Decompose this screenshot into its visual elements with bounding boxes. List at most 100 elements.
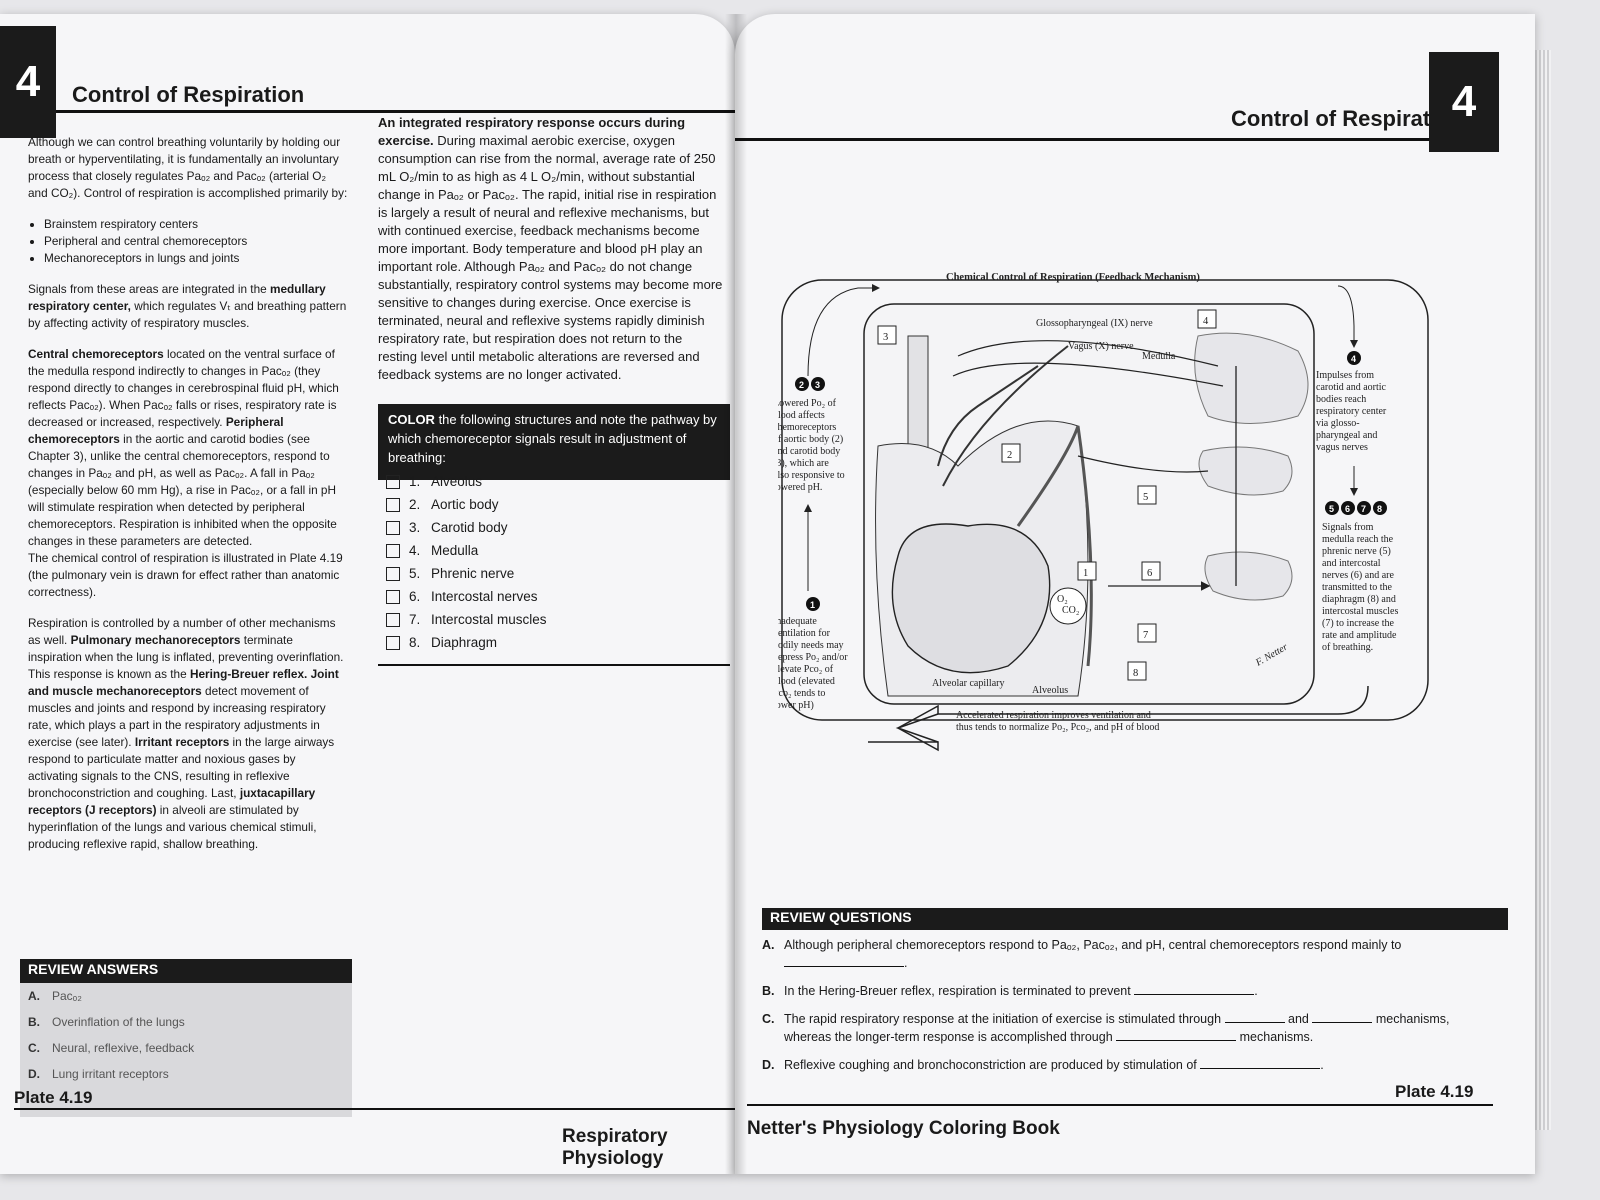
- exercise-paragraph: An integrated respiratory response occur…: [378, 115, 723, 382]
- pulmonary-vessel: [1016, 425, 1093, 667]
- loop-arrow-right: [1337, 285, 1358, 348]
- question-item: B.In the Hering-Breuer reflex, respirati…: [762, 982, 1258, 998]
- checkbox-icon[interactable]: [386, 589, 400, 604]
- answer-blank[interactable]: [1134, 982, 1255, 995]
- plate-number: Plate 4.19: [1395, 1082, 1474, 1101]
- footer-rule: [14, 1108, 735, 1110]
- answer-blank[interactable]: [1312, 1010, 1373, 1023]
- plate-number: Plate 4.19: [14, 1088, 93, 1107]
- left-page: 4 Control of Respiration Although we can…: [0, 14, 735, 1174]
- alveolus: [1049, 587, 1087, 625]
- answer-blank[interactable]: [1116, 1028, 1237, 1041]
- phrenic-nerve: [1077, 455, 1209, 473]
- spinal-cord-section-upper: [1198, 446, 1293, 496]
- checklist-item[interactable]: 7.Intercostal muscles: [386, 608, 716, 631]
- svg-text:4: 4: [1351, 354, 1356, 364]
- checklist-item[interactable]: 6.Intercostal nerves: [386, 585, 716, 608]
- checkbox-icon[interactable]: [386, 543, 400, 558]
- return-arrow: [868, 685, 1369, 752]
- list-item: Peripheral and central chemoreceptors: [44, 233, 348, 250]
- glossopharyngeal-nerve: [957, 340, 1219, 367]
- answer-item: A.Paᴄₒ₂: [28, 989, 82, 1003]
- control-list: Brainstem respiratory centers Peripheral…: [28, 216, 348, 267]
- svg-text:8: 8: [1133, 668, 1138, 679]
- medulla-section: [1194, 332, 1309, 424]
- o2-label: O₂: [1057, 594, 1068, 605]
- color-instructions: COLOR the following structures and note …: [378, 404, 730, 480]
- vagus-nerve: [952, 362, 1224, 387]
- question-item: C.The rapid respiratory response at the …: [762, 1010, 1450, 1044]
- checklist-item[interactable]: 8.Diaphragm: [386, 631, 716, 654]
- review-answers-title: REVIEW ANSWERS: [20, 959, 352, 983]
- checklist-item[interactable]: 1.Alveolus: [386, 470, 716, 493]
- answer-item: C.Neural, reflexive, feedback: [28, 1041, 195, 1055]
- answer-blank[interactable]: [784, 954, 904, 967]
- alveolar-capillary-label: Alveolar capillary: [932, 678, 1004, 689]
- left-column: Although we can control breathing volunt…: [28, 134, 348, 867]
- glossopharyngeal-label: Glossopharyngeal (IX) nerve: [1036, 318, 1153, 329]
- checklist-item[interactable]: 3.Carotid body: [386, 516, 716, 539]
- chapter-title: Control of Respiration: [72, 82, 305, 107]
- footer-rule: [747, 1104, 1493, 1106]
- chapter-number-tab: 4: [0, 26, 56, 138]
- heart: [891, 523, 1051, 674]
- checkbox-icon[interactable]: [386, 520, 400, 535]
- svg-text:3: 3: [815, 380, 820, 390]
- page-edges: [1535, 50, 1551, 1130]
- checkbox-icon[interactable]: [386, 497, 400, 512]
- svg-text:7: 7: [1361, 504, 1366, 514]
- answer-item: D.Lung irritant receptors: [28, 1067, 169, 1081]
- svg-text:4: 4: [1203, 316, 1209, 327]
- svg-text:2: 2: [799, 380, 804, 390]
- svg-text:5: 5: [1143, 492, 1148, 503]
- checklist-rule: [378, 664, 730, 666]
- answer-blank[interactable]: [1224, 1010, 1285, 1023]
- chapter-number-tab: 4: [1429, 52, 1499, 152]
- question-item: A.Although peripheral chemoreceptors res…: [762, 938, 1402, 970]
- footer-section-title: Respiratory Physiology: [562, 1126, 668, 1169]
- list-item: Brainstem respiratory centers: [44, 216, 348, 233]
- mechanoreceptor-paragraph: Respiration is controlled by a number of…: [28, 616, 344, 851]
- answer-blank[interactable]: [1200, 1056, 1321, 1069]
- spinal-cord-section-lower: [1204, 551, 1293, 601]
- intro-paragraph: Although we can control breathing volunt…: [28, 135, 348, 200]
- footer-book-title: Netter's Physiology Coloring Book: [747, 1118, 1060, 1139]
- checklist-item[interactable]: 4.Medulla: [386, 539, 716, 562]
- svg-text:6: 6: [1345, 504, 1350, 514]
- alveolus-label: Alveolus: [1032, 685, 1068, 696]
- svg-text:5: 5: [1329, 504, 1334, 514]
- svg-text:2: 2: [1007, 450, 1012, 461]
- svg-text:3: 3: [883, 332, 888, 343]
- svg-text:8: 8: [1377, 504, 1382, 514]
- checklist-item[interactable]: 5.Phrenic nerve: [386, 562, 716, 585]
- number-boxes: 3 4 2 5 1 6 7 8: [877, 309, 1217, 681]
- medullary-paragraph: Signals from these areas are integrated …: [28, 282, 347, 330]
- header-rule: [735, 138, 1429, 141]
- svg-text:1: 1: [1083, 568, 1088, 579]
- vagus-label: Vagus (X) nerve: [1068, 341, 1134, 352]
- chapter-title: Control of Respiration: [1231, 106, 1464, 131]
- checkbox-icon[interactable]: [386, 566, 400, 581]
- feedback-loop-frame: [781, 279, 1429, 721]
- co2-label: CO₂: [1062, 605, 1079, 616]
- checkbox-icon[interactable]: [386, 474, 400, 489]
- checklist-item[interactable]: 2.Aortic body: [386, 493, 716, 516]
- answer-item: B.Overinflation of the lungs: [28, 1015, 185, 1029]
- list-item: Mechanoreceptors in lungs and joints: [44, 250, 348, 267]
- review-questions-title: REVIEW QUESTIONS: [762, 908, 1508, 930]
- svg-text:7: 7: [1143, 630, 1148, 641]
- blood-vessels: [937, 345, 1069, 487]
- checkbox-icon[interactable]: [386, 612, 400, 627]
- svg-text:1: 1: [810, 600, 815, 610]
- bottom-note-line-1: Accelerated respiration improves ventila…: [956, 710, 1151, 721]
- checkbox-icon[interactable]: [386, 635, 400, 650]
- plate-reference-paragraph: The chemical control of respiration is i…: [28, 551, 343, 599]
